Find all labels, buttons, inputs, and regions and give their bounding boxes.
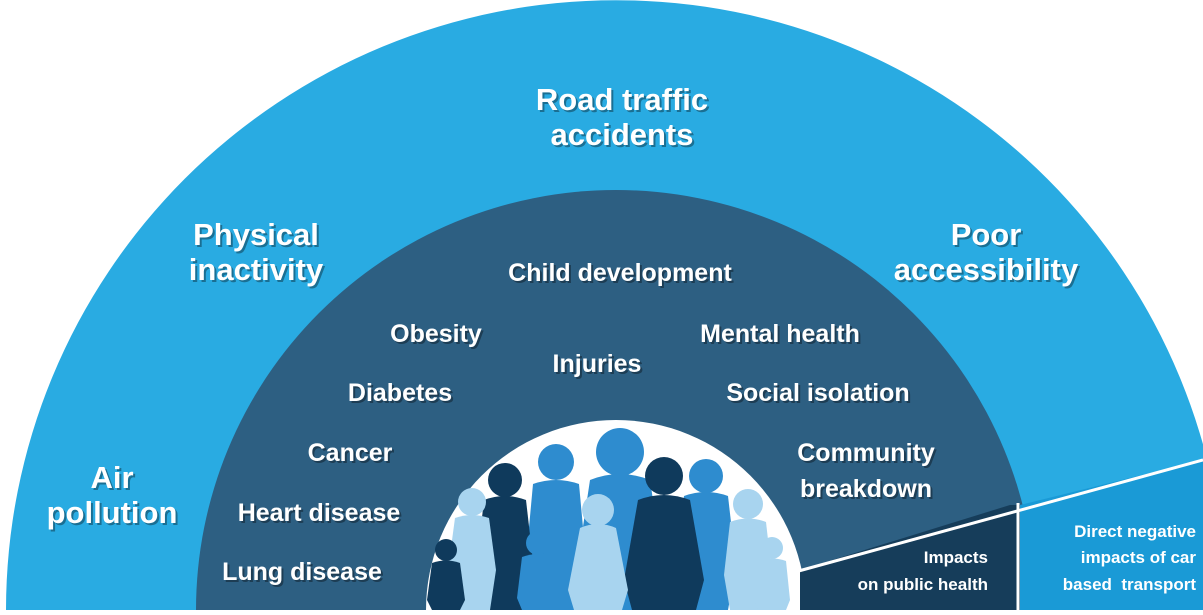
legend-divider [794, 458, 1203, 574]
label-poor-accessibility-line-1: Poor [951, 217, 1022, 252]
label-community-line-2: breakdown [800, 475, 932, 503]
legend-public-health-line-1: Impacts [924, 548, 988, 567]
label-community-line-1: Community [797, 439, 935, 467]
label-cancer: Cancer [308, 439, 393, 467]
legend-public-health-wedge [800, 505, 1020, 610]
label-road-traffic-line-1: Road traffic [536, 82, 708, 117]
label-injuries: Injuries [553, 350, 642, 378]
label-child-development: Child development [508, 259, 732, 287]
inner-ring [196, 190, 1036, 610]
legend-direct-negative-line-3: based transport [1063, 575, 1197, 594]
label-obesity: Obesity [390, 320, 482, 348]
people-group-icon [427, 428, 790, 610]
label-lung-disease: Lung disease [222, 558, 382, 586]
label-road-traffic-line-2: accidents [550, 117, 693, 152]
label-poor-accessibility-line-2: accessibility [894, 252, 1079, 287]
label-social-isolation: Social isolation [726, 379, 909, 407]
label-mental-health: Mental health [700, 320, 860, 348]
label-physical-inactivity-line-1: Physical [193, 217, 319, 252]
label-air-pollution-line-1: Air [90, 460, 133, 495]
label-physical-inactivity-line-2: inactivity [189, 252, 324, 287]
label-air-pollution-line-2: pollution [47, 495, 178, 530]
legend-public-health-line-2: on public health [858, 575, 988, 594]
legend-direct-negative-line-2: impacts of car [1081, 548, 1197, 567]
label-diabetes: Diabetes [348, 379, 452, 407]
legend-direct-negative-line-1: Direct negative [1074, 522, 1196, 541]
label-heart-disease: Heart disease [238, 499, 401, 527]
